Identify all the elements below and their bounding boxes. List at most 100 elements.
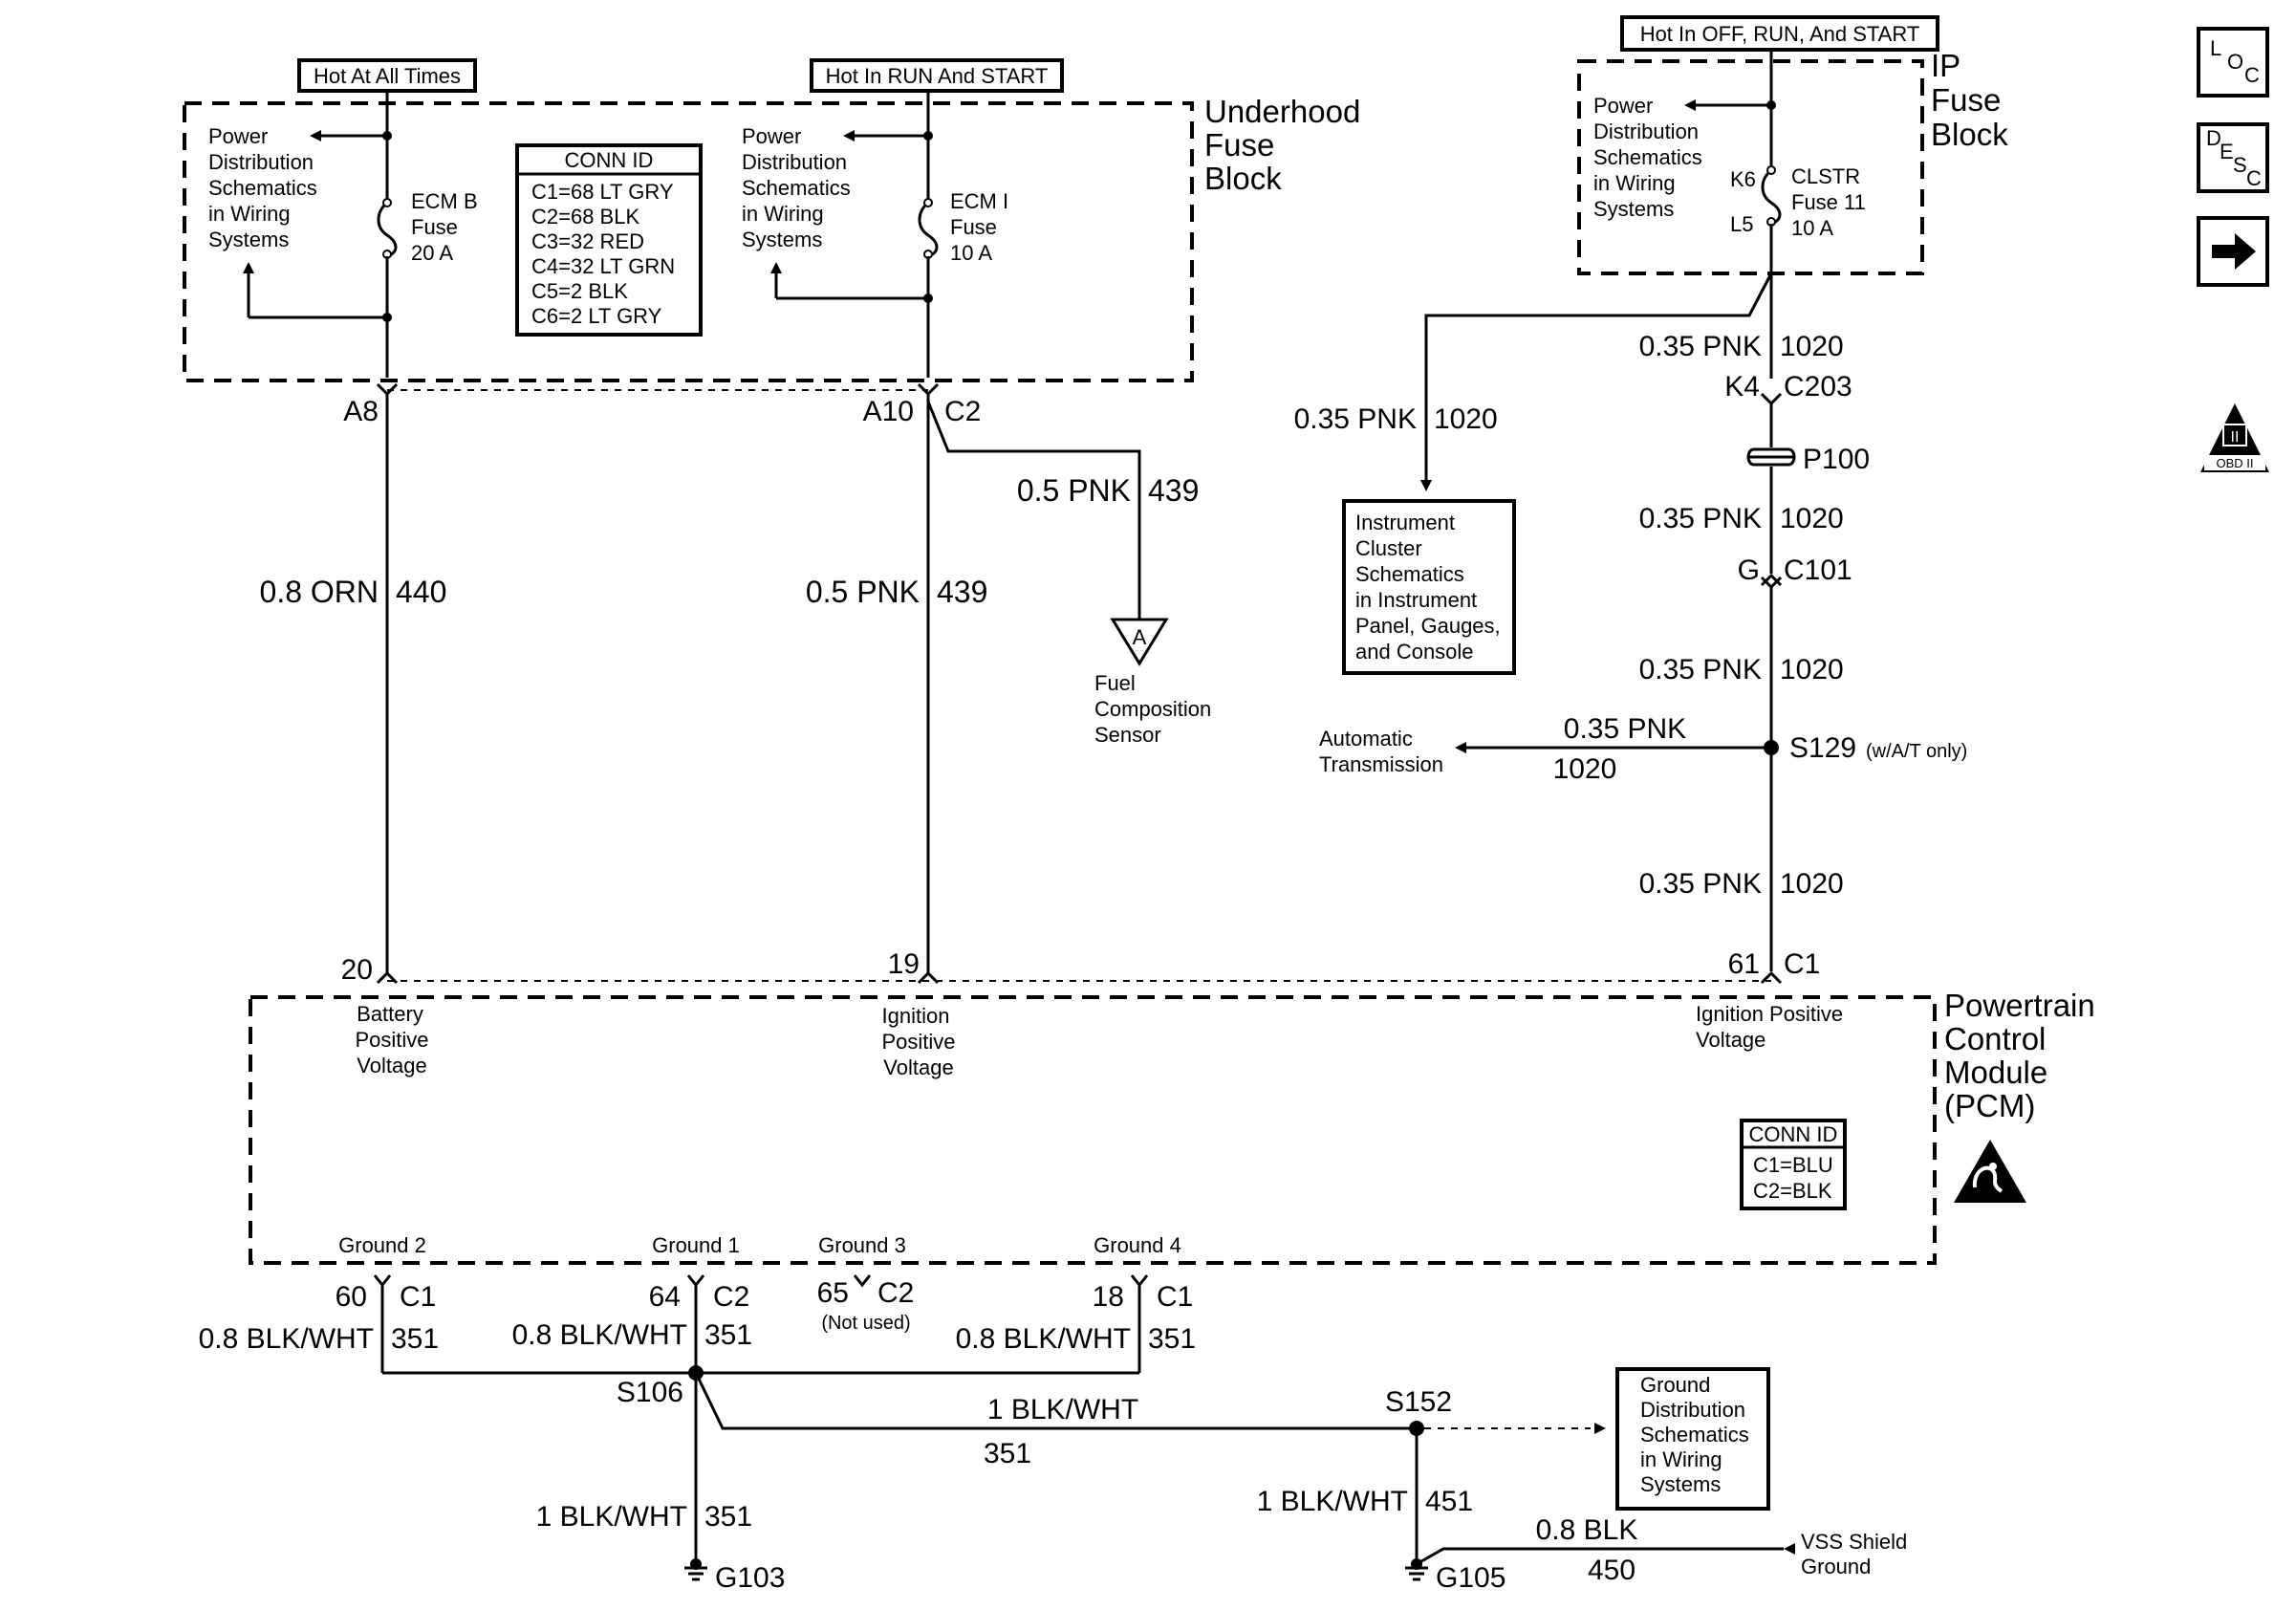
pin-61: 61 xyxy=(1728,948,1760,980)
svg-text:L: L xyxy=(2210,36,2221,60)
fuel-sensor-label: Fuel Composition Sensor xyxy=(1094,671,1211,747)
ign-voltage-label: Ignition Positive Voltage xyxy=(881,1004,955,1079)
ground-labels: Ground 2 Ground 1 Ground 3 Ground 4 xyxy=(338,1233,1181,1257)
svg-text:Block: Block xyxy=(1204,161,1282,196)
underhood-connector: A8 A10 C2 xyxy=(343,382,981,427)
svg-text:Hot In OFF, RUN, And START: Hot In OFF, RUN, And START xyxy=(1640,22,1920,46)
svg-text:Hot In RUN And START: Hot In RUN And START xyxy=(826,64,1049,88)
svg-text:C1: C1 xyxy=(400,1281,436,1313)
svg-text:Ignition: Ignition xyxy=(882,1004,950,1028)
svg-text:0.8 ORN: 0.8 ORN xyxy=(260,575,379,609)
p100-passthrough: P100 xyxy=(1746,444,1870,475)
pin-65: 65 xyxy=(817,1277,849,1309)
svg-text:C: C xyxy=(2244,63,2260,87)
ip-fuse-block: IP Fuse Block xyxy=(1577,48,2008,275)
svg-text:Ground 3: Ground 3 xyxy=(818,1233,906,1257)
hot-at-all-times-header: Hot At All Times xyxy=(297,58,477,110)
ip-fuse-block-label: IP xyxy=(1931,48,1960,83)
ground-icon xyxy=(684,1558,707,1581)
svg-text:Control: Control xyxy=(1944,1021,2046,1056)
svg-text:C1=68 LT GRY: C1=68 LT GRY xyxy=(531,180,674,204)
svg-text:O: O xyxy=(2227,50,2243,74)
svg-text:Ground: Ground xyxy=(1801,1555,1871,1578)
svg-text:1 BLK/WHT: 1 BLK/WHT xyxy=(987,1394,1138,1425)
svg-text:G103: G103 xyxy=(715,1562,785,1594)
pin-k4: K4 xyxy=(1724,371,1760,402)
svg-text:Panel, Gauges,: Panel, Gauges, xyxy=(1355,614,1501,638)
svg-text:1 BLK/WHT: 1 BLK/WHT xyxy=(1257,1486,1408,1517)
svg-text:0.35 PNK: 0.35 PNK xyxy=(1294,403,1417,435)
underhood-conn-id-box: CONN ID C1=68 LT GRY C2=68 BLK C3=32 RED… xyxy=(515,143,703,337)
svg-text:Power: Power xyxy=(1593,94,1653,118)
auto-trans-ref: Automatic Transmission xyxy=(1319,727,1443,776)
svg-text:Battery: Battery xyxy=(357,1002,423,1026)
svg-text:C2: C2 xyxy=(713,1281,749,1313)
pcm-ground-pins: 60 C1 64 C2 65 C2 (Not used) 18 C1 xyxy=(336,1274,1193,1334)
svg-text:Block: Block xyxy=(1931,117,2008,152)
ground-g105: G105 xyxy=(1405,1558,1505,1594)
svg-text:Power: Power xyxy=(208,124,268,148)
wire-351-to-g103: 1 BLK/WHT 351 xyxy=(536,1373,752,1564)
c101-connector: G C101 xyxy=(1738,555,1852,590)
svg-text:C101: C101 xyxy=(1784,555,1852,586)
svg-text:S152: S152 xyxy=(1385,1386,1452,1418)
svg-text:0.35 PNK: 0.35 PNK xyxy=(1639,868,1762,900)
svg-text:0.35 PNK: 0.35 PNK xyxy=(1639,503,1762,534)
svg-text:ECM B: ECM B xyxy=(411,189,478,213)
svg-text:Distribution: Distribution xyxy=(742,150,847,174)
svg-text:C1=BLU: C1=BLU xyxy=(1753,1153,1833,1177)
svg-text:Systems: Systems xyxy=(208,228,289,251)
pin-a10: A10 xyxy=(863,396,914,427)
conn-c1: C1 xyxy=(1784,948,1820,980)
obd-ii-icon: II OBD II xyxy=(2200,403,2269,472)
pin-20: 20 xyxy=(341,954,373,986)
svg-text:351: 351 xyxy=(704,1501,752,1533)
wire-351-to-s152: 1 BLK/WHT 351 xyxy=(694,1372,1417,1469)
fuel-sensor-ref-tag: A xyxy=(1110,618,1169,666)
pin-64: 64 xyxy=(649,1281,681,1313)
pin-k6: K6 xyxy=(1730,167,1756,191)
svg-text:Fuse: Fuse xyxy=(1204,127,1274,163)
wire-440: 0.8 ORN 440 xyxy=(260,394,446,973)
power-dist-ref-mid: Power Distribution Schematics in Wiring … xyxy=(742,124,851,251)
not-used-note: (Not used) xyxy=(821,1313,910,1334)
svg-text:C2: C2 xyxy=(877,1277,914,1309)
svg-text:351: 351 xyxy=(391,1323,439,1355)
svg-text:Fuse 11: Fuse 11 xyxy=(1791,190,1866,214)
hot-run-start-header: Hot In RUN And START xyxy=(810,58,1064,110)
wire-1020-cluster-branch: 0.35 PNK 1020 xyxy=(1294,272,1773,491)
svg-text:Cluster: Cluster xyxy=(1355,536,1422,560)
svg-text:G: G xyxy=(1738,555,1760,586)
svg-text:in Wiring: in Wiring xyxy=(1593,171,1676,195)
svg-text:0.8 BLK: 0.8 BLK xyxy=(1536,1514,1638,1546)
svg-text:Voltage: Voltage xyxy=(883,1055,953,1079)
svg-text:Positive: Positive xyxy=(881,1030,955,1054)
svg-text:Ignition Positive: Ignition Positive xyxy=(1696,1002,1843,1026)
svg-text:351: 351 xyxy=(704,1319,752,1351)
svg-text:C3=32 RED: C3=32 RED xyxy=(531,229,644,253)
svg-text:C5=2 BLK: C5=2 BLK xyxy=(531,279,628,303)
svg-text:Ground 2: Ground 2 xyxy=(338,1233,426,1257)
svg-text:Hot At All Times: Hot At All Times xyxy=(314,64,461,88)
pin-60: 60 xyxy=(336,1281,367,1313)
ecmi-fuse-label: ECM I Fuse 10 A xyxy=(950,189,1008,265)
loc-button[interactable]: L O C xyxy=(2197,27,2269,98)
svg-text:20 A: 20 A xyxy=(411,241,453,265)
svg-text:0.8 BLK/WHT: 0.8 BLK/WHT xyxy=(512,1319,687,1351)
desc-button[interactable]: D E S C xyxy=(2197,122,2269,193)
svg-text:VSS Shield: VSS Shield xyxy=(1801,1530,1907,1554)
svg-text:CONN ID: CONN ID xyxy=(565,148,654,172)
wire-1020-main: 0.35 PNK 1020 K4 C203 P100 0.35 PNK 1020… xyxy=(1639,331,1967,971)
power-dist-ref-ip: Power Distribution Schematics in Wiring … xyxy=(1593,94,1702,221)
svg-text:Sensor: Sensor xyxy=(1094,723,1161,747)
svg-text:in Wiring: in Wiring xyxy=(742,202,824,226)
svg-text:1020: 1020 xyxy=(1780,331,1844,362)
svg-text:Distribution: Distribution xyxy=(1640,1398,1745,1422)
svg-text:Systems: Systems xyxy=(1640,1472,1721,1496)
vss-shield-ref: VSS Shield Ground xyxy=(1801,1530,1907,1578)
next-page-button[interactable] xyxy=(2197,216,2269,287)
svg-text:1020: 1020 xyxy=(1434,403,1498,435)
clstr-fuse-label: CLSTR Fuse 11 10 A xyxy=(1791,164,1866,240)
svg-text:Schematics: Schematics xyxy=(1640,1423,1749,1447)
